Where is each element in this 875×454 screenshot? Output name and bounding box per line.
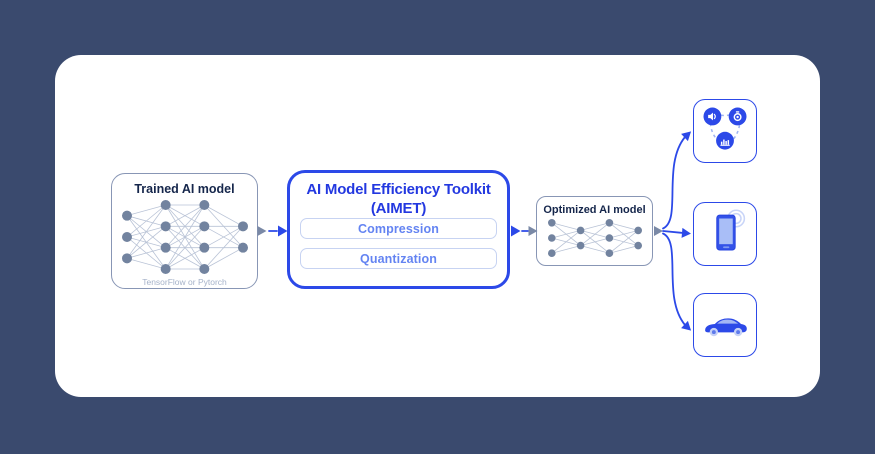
aimet-title: AI Model Efficiency Toolkit (AIMET) [290, 180, 507, 218]
optimized-model-box: Optimized AI model [536, 196, 653, 266]
speaker-icon [703, 107, 722, 126]
framework-caption: TensorFlow or Pytorch [142, 277, 227, 287]
compression-button[interactable]: Compression [300, 218, 497, 240]
target-car-box [693, 293, 757, 357]
camera-lens-icon [728, 107, 747, 126]
aimet-title-line2: (AIMET) [370, 200, 427, 218]
smartphone-icon [716, 209, 746, 251]
aimet-toolkit-box: AI Model Efficiency Toolkit (AIMET) Comp… [287, 170, 510, 289]
optimized-neural-network-icon [547, 219, 642, 257]
optimized-model-title: Optimized AI model [543, 204, 646, 216]
aimet-title-line1: AI Model Efficiency Toolkit [306, 181, 491, 198]
multimedia-cluster-icon [703, 107, 747, 150]
waveform-chart-icon [716, 131, 734, 150]
car-icon [705, 318, 747, 337]
target-multimedia-box [693, 99, 757, 163]
trained-model-box: Trained AI model TensorFlow or Pytorch [111, 173, 258, 289]
quantization-button[interactable]: Quantization [300, 248, 497, 270]
trained-model-title: Trained AI model [134, 182, 235, 196]
trained-neural-network-icon [121, 200, 248, 274]
target-smartphone-box [693, 202, 757, 266]
